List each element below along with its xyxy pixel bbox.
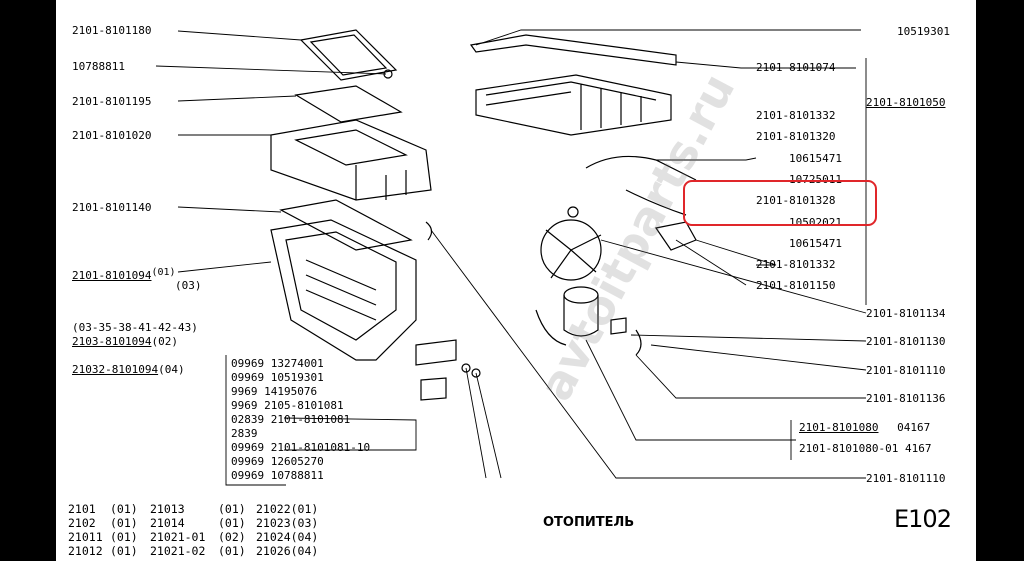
diagram-title: ОТОПИТЕЛЬ bbox=[543, 515, 635, 530]
variant-note-03: (03) bbox=[175, 279, 202, 292]
cell: (01) bbox=[218, 544, 246, 558]
flap-part bbox=[279, 199, 413, 251]
part-number: 2101-8101094 bbox=[72, 269, 152, 282]
part-label-2101-8101130: 2101-8101130 bbox=[866, 335, 946, 348]
variant-note: (01) bbox=[151, 267, 176, 278]
cell: (01) bbox=[218, 502, 246, 516]
variant-note: (02) bbox=[151, 335, 178, 348]
part-label-2101-8101080: 2101-8101080 04167 bbox=[799, 422, 930, 434]
heater-cover-part bbox=[299, 29, 398, 81]
part-label-2101-8101050: 2101-8101050 bbox=[866, 96, 946, 109]
applicability-row: 21012 (01) 21021-02 (01) 21026(04) bbox=[68, 544, 318, 558]
part-label-10788811: 10788811 bbox=[72, 60, 125, 73]
radiator-frame-part bbox=[469, 34, 677, 66]
radiator-core-part bbox=[475, 74, 672, 136]
part-value: 4167 bbox=[904, 442, 932, 455]
cell: (02) bbox=[218, 530, 246, 544]
fastener-row: 2839 bbox=[231, 427, 258, 440]
part-label-2101-8101110: 2101-8101110 bbox=[866, 364, 946, 377]
part-label-2101-8101134: 2101-8101134 bbox=[866, 307, 946, 320]
variant-codes-list: (03-35-38-41-42-43) bbox=[72, 321, 198, 334]
part-label-2101-8101094: 2101-8101094(01) bbox=[72, 267, 176, 282]
variant-note: (04) bbox=[158, 363, 185, 376]
fastener-row: 9969 14195076 bbox=[231, 385, 318, 398]
pipe-part bbox=[585, 155, 697, 181]
part-number: 2101-8101080 bbox=[799, 421, 879, 434]
part-label-2101-8101136: 2101-8101136 bbox=[866, 392, 946, 405]
applicability-row: 21011 (01) 21021-01 (02) 21024(04) bbox=[68, 530, 318, 544]
part-number: 21032-8101094 bbox=[72, 363, 159, 376]
fastener-row: 09969 10519301 bbox=[231, 371, 324, 384]
part-label-2101-8101110-b: 2101-8101110 bbox=[866, 472, 946, 485]
cell: 21021-01 bbox=[150, 530, 206, 544]
fastener-row: 09969 13274001 bbox=[231, 357, 324, 370]
page-code: E102 bbox=[894, 505, 952, 533]
part-label-2101-8101074: 2101-8101074 bbox=[756, 61, 836, 74]
heater-exploded-drawing bbox=[155, 29, 867, 486]
part-label-10725011: 10725011 bbox=[789, 173, 842, 186]
part-label-2101-8101020: 2101-8101020 bbox=[72, 129, 152, 142]
lower-housing-part bbox=[270, 219, 417, 361]
part-value: 04167 bbox=[897, 421, 931, 434]
part-label-10519301: 10519301 bbox=[897, 25, 950, 38]
cell: 21013 bbox=[150, 502, 185, 516]
part-number: 2103-8101094 bbox=[72, 335, 152, 348]
fan-part bbox=[540, 219, 602, 281]
cell: (01) bbox=[110, 516, 138, 530]
cell: 21022(01) bbox=[256, 502, 319, 516]
cell: (01) bbox=[110, 544, 138, 558]
applicability-row: 2101 (01) 21013 (01) 21022(01) bbox=[68, 502, 318, 516]
parts-diagram-sheet: avtoitparts.ru 2101-8101180 10788811 210… bbox=[56, 0, 976, 561]
part-label-2101-8101320: 2101-8101320 bbox=[756, 130, 836, 143]
part-label-2103-8101094: 2103-8101094(02) bbox=[72, 336, 178, 348]
highlight-box bbox=[683, 180, 877, 226]
fastener-row: 09969 10788811 bbox=[231, 469, 324, 482]
cell: (01) bbox=[110, 530, 138, 544]
applicability-row: 2102 (01) 21014 (01) 21023(03) bbox=[68, 516, 318, 530]
part-label-10615471-b: 10615471 bbox=[789, 237, 842, 250]
cell: 2101 bbox=[68, 502, 96, 516]
cell: (01) bbox=[218, 516, 246, 530]
fastener-list: 09969 13274001 09969 10519301 9969 14195… bbox=[231, 357, 370, 483]
cell: 21011 bbox=[68, 530, 103, 544]
fastener-row: 09969 2101-8101081-10 bbox=[231, 441, 371, 454]
upper-housing-part bbox=[270, 119, 432, 201]
fastener-row: 9969 2105-8101081 bbox=[231, 399, 344, 412]
part-label-10615471-a: 10615471 bbox=[789, 152, 842, 165]
part-label-21032-8101094: 21032-8101094(04) bbox=[72, 364, 185, 376]
part-label-2101-8101328: 2101-8101328 bbox=[756, 194, 836, 207]
fastener-row: 09969 12605270 bbox=[231, 455, 324, 468]
part-label-2101-8101150: 2101-8101150 bbox=[756, 279, 836, 292]
part-label-2101-8101140: 2101-8101140 bbox=[72, 201, 152, 214]
cell: 21023(03) bbox=[256, 516, 319, 530]
gasket-part bbox=[294, 85, 403, 123]
cell: 21014 bbox=[150, 516, 185, 530]
cell: 21021-02 bbox=[150, 544, 206, 558]
fastener-row: 02839 2101-8101081 bbox=[231, 413, 351, 426]
cell: (01) bbox=[110, 502, 138, 516]
part-label-2101-8101195: 2101-8101195 bbox=[72, 95, 152, 108]
part-label-2101-8101332-b: 2101-8101332 bbox=[756, 258, 836, 271]
part-number: 2101-8101080-01 bbox=[799, 442, 899, 455]
cell: 21026(04) bbox=[256, 544, 319, 558]
cell: 21024(04) bbox=[256, 530, 319, 544]
applicability-table: 2101 (01) 21013 (01) 21022(01) 2102 (01) 21014… bbox=[68, 502, 318, 558]
cell: 21012 bbox=[68, 544, 103, 558]
part-label-2101-8101180: 2101-8101180 bbox=[72, 24, 152, 37]
part-label-2101-8101080-01: 2101-8101080-01 4167 bbox=[799, 443, 931, 455]
cell: 2102 bbox=[68, 516, 96, 530]
part-label-2101-8101332-a: 2101-8101332 bbox=[756, 109, 836, 122]
